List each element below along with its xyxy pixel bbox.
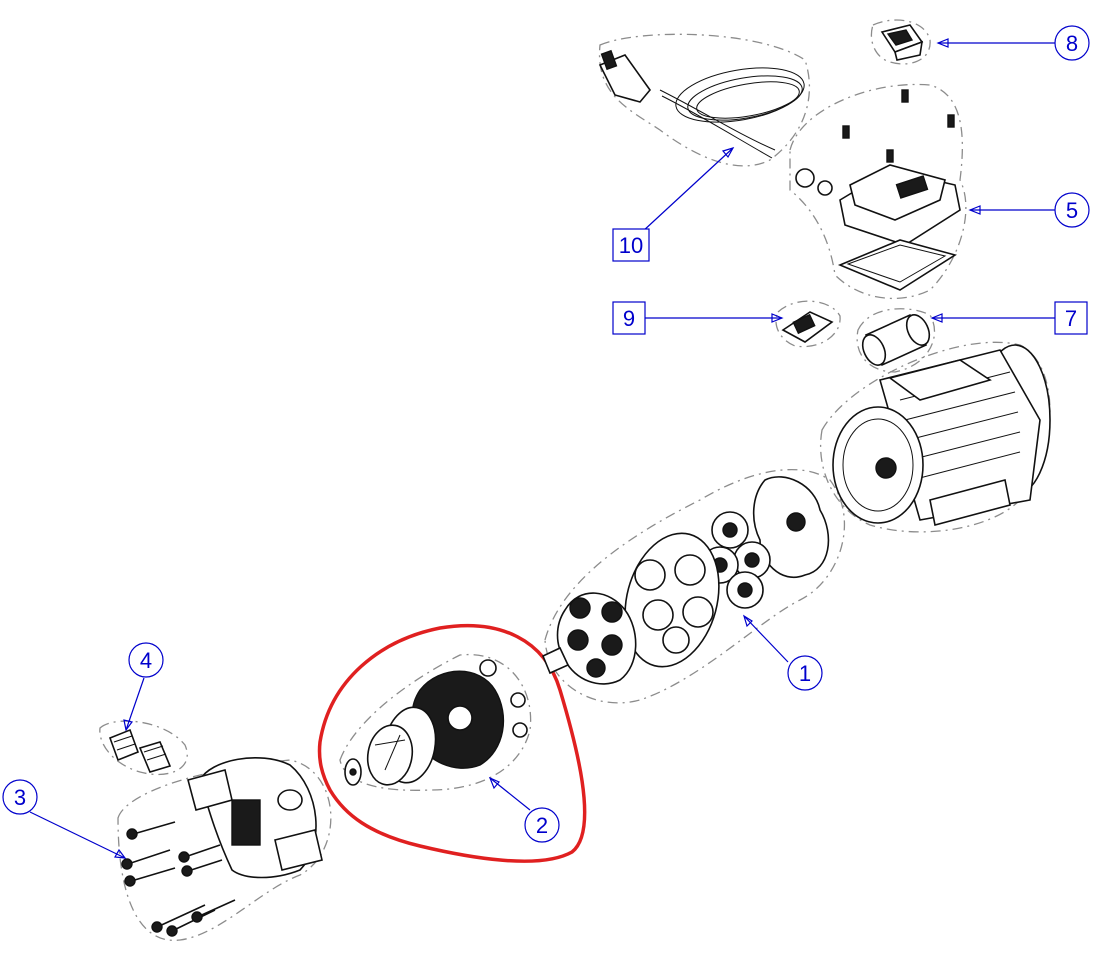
terminal-box-part (795, 89, 961, 291)
capacitor-clip-part (781, 311, 834, 343)
callout-8-label: 8 (1066, 31, 1078, 56)
housing-screws-part (121, 821, 236, 937)
callout-2: 2 (524, 807, 560, 843)
inlet-fittings-part (108, 728, 172, 773)
valve-assembly-part (344, 659, 528, 786)
wobble-plate-assembly-part (701, 476, 830, 609)
callout-8: 8 (1054, 25, 1090, 61)
diaphragm-part (556, 592, 637, 685)
callout-2-label: 2 (536, 813, 548, 838)
group-outline-4 (99, 720, 188, 776)
rocker-switch-part (880, 24, 924, 61)
shaft-bushing-part (541, 646, 570, 675)
group-outline-7 (856, 308, 935, 373)
group-outline-10 (598, 33, 811, 167)
callout-3: 3 (2, 779, 38, 815)
highlight-ring-group-2 (317, 623, 587, 863)
pump-head-housing-part (187, 757, 323, 879)
callout-9: 9 (612, 301, 646, 335)
callout-7: 7 (1054, 301, 1088, 335)
group-outline-3 (117, 759, 332, 941)
callout-7-label: 7 (1065, 306, 1077, 331)
power-cord-part (598, 49, 805, 159)
group-outline-9 (775, 300, 841, 348)
callout-10: 10 (612, 228, 650, 262)
callout-4-label: 4 (140, 648, 152, 673)
callout-leaders (29, 38, 1058, 859)
callout-9-label: 9 (623, 306, 635, 331)
group-outline-5 (789, 83, 967, 300)
callout-4: 4 (128, 642, 164, 678)
callout-5-label: 5 (1066, 198, 1078, 223)
group-outline-1 (544, 469, 846, 704)
callout-5: 5 (1054, 192, 1090, 228)
group-outline-8 (870, 19, 931, 65)
callout-1: 1 (787, 655, 823, 691)
callout-1-label: 1 (799, 661, 811, 686)
piston-housing-plate-part (624, 532, 720, 668)
electric-motor-part (832, 344, 1051, 526)
callout-10-label: 10 (619, 233, 643, 258)
capacitor-part (861, 313, 931, 367)
callout-3-label: 3 (14, 785, 26, 810)
